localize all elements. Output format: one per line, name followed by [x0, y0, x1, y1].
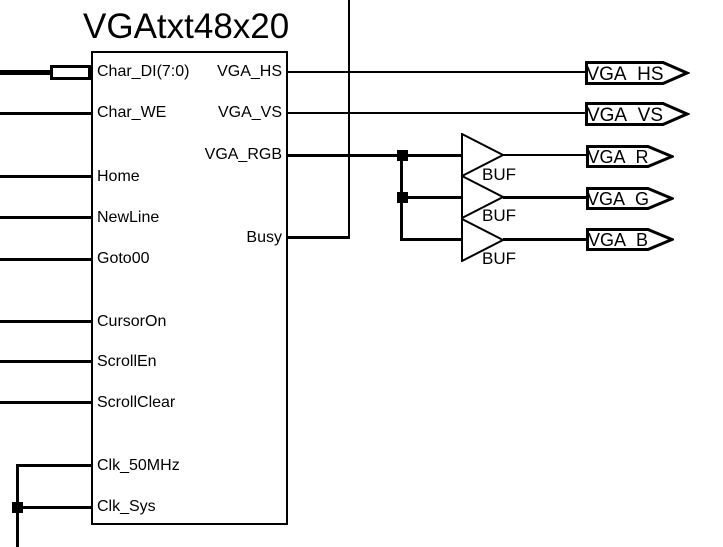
wire-clksys	[16, 506, 91, 509]
output-port-vga-hs[interactable]: VGA_HS	[585, 61, 690, 85]
port-label: VGA_VS	[587, 105, 663, 126]
wire-vga-hs	[287, 71, 586, 73]
junction-dot-clk	[12, 502, 23, 513]
port-shape	[585, 61, 690, 85]
pin-label-char-di: Char_DI(7:0)	[97, 63, 190, 80]
wire-goto00	[0, 258, 91, 261]
wire-busy-vertical	[348, 0, 350, 239]
port-label: VGA_B	[588, 230, 648, 251]
wire-buf2-output	[503, 196, 587, 199]
pin-label-scrollclear: ScrollClear	[97, 394, 176, 411]
wire-clk50mhz	[16, 464, 91, 467]
wire-vga-rgb	[287, 154, 464, 157]
output-port-vga-g[interactable]: VGA_G	[586, 187, 674, 210]
wire-scrollen	[0, 360, 91, 363]
wire-vga-vs	[287, 112, 586, 114]
pin-label-clk50mhz: Clk_50MHz	[97, 457, 180, 474]
port-label: VGA_G	[587, 189, 649, 210]
pin-label-vga-vs: VGA_VS	[217, 104, 282, 121]
pin-label-busy: Busy	[246, 229, 282, 246]
wire-buf1-output	[503, 154, 587, 156]
output-port-vga-b[interactable]: VGA_B	[586, 228, 674, 251]
wire-char-di-bus	[0, 70, 63, 75]
port-shape	[586, 228, 674, 251]
wire-buf3-input	[400, 238, 464, 241]
pin-label-char-we: Char_WE	[97, 104, 167, 121]
wire-scrollclear	[0, 401, 91, 404]
buffer-2-triangle-icon[interactable]	[461, 175, 505, 219]
pin-label-clksys: Clk_Sys	[97, 498, 156, 515]
pin-label-goto00: Goto00	[97, 250, 150, 267]
port-shape	[586, 145, 674, 168]
component-title: VGAtxt48x20	[83, 7, 290, 46]
pin-label-cursoron: CursorOn	[97, 313, 167, 330]
output-port-vga-vs[interactable]: VGA_VS	[585, 102, 690, 126]
buffer-1-label: BUF	[482, 165, 516, 184]
buffer-2-label: BUF	[482, 206, 516, 225]
pin-label-vga-rgb: VGA_RGB	[204, 146, 282, 163]
pin-label-scrollen: ScrollEn	[97, 353, 157, 370]
junction-dot-rgb-1	[397, 150, 408, 161]
pin-label-vga-hs: VGA_HS	[217, 63, 282, 80]
port-label: VGA_R	[587, 147, 648, 168]
wire-cursoron	[0, 320, 91, 323]
component-block-vgatxt48x20[interactable]	[91, 51, 288, 525]
wire-busy	[287, 236, 350, 239]
buffer-1-triangle-icon[interactable]	[461, 133, 505, 177]
buffer-3-triangle-icon[interactable]	[461, 218, 505, 262]
wire-newline	[0, 216, 91, 219]
pin-label-home: Home	[97, 168, 140, 185]
pin-label-newline: NewLine	[97, 209, 160, 226]
buffer-3-label: BUF	[482, 249, 516, 268]
output-port-vga-r[interactable]: VGA_R	[586, 145, 674, 168]
wire-char-we	[0, 112, 91, 115]
port-shape	[586, 187, 674, 210]
bus-connector-char-di	[50, 65, 91, 80]
junction-dot-rgb-2	[397, 192, 408, 203]
wire-buf3-output	[503, 238, 587, 241]
port-shape	[585, 102, 690, 126]
wire-buf2-input	[400, 196, 464, 199]
port-label: VGA_HS	[586, 64, 663, 85]
wire-home	[0, 175, 91, 178]
